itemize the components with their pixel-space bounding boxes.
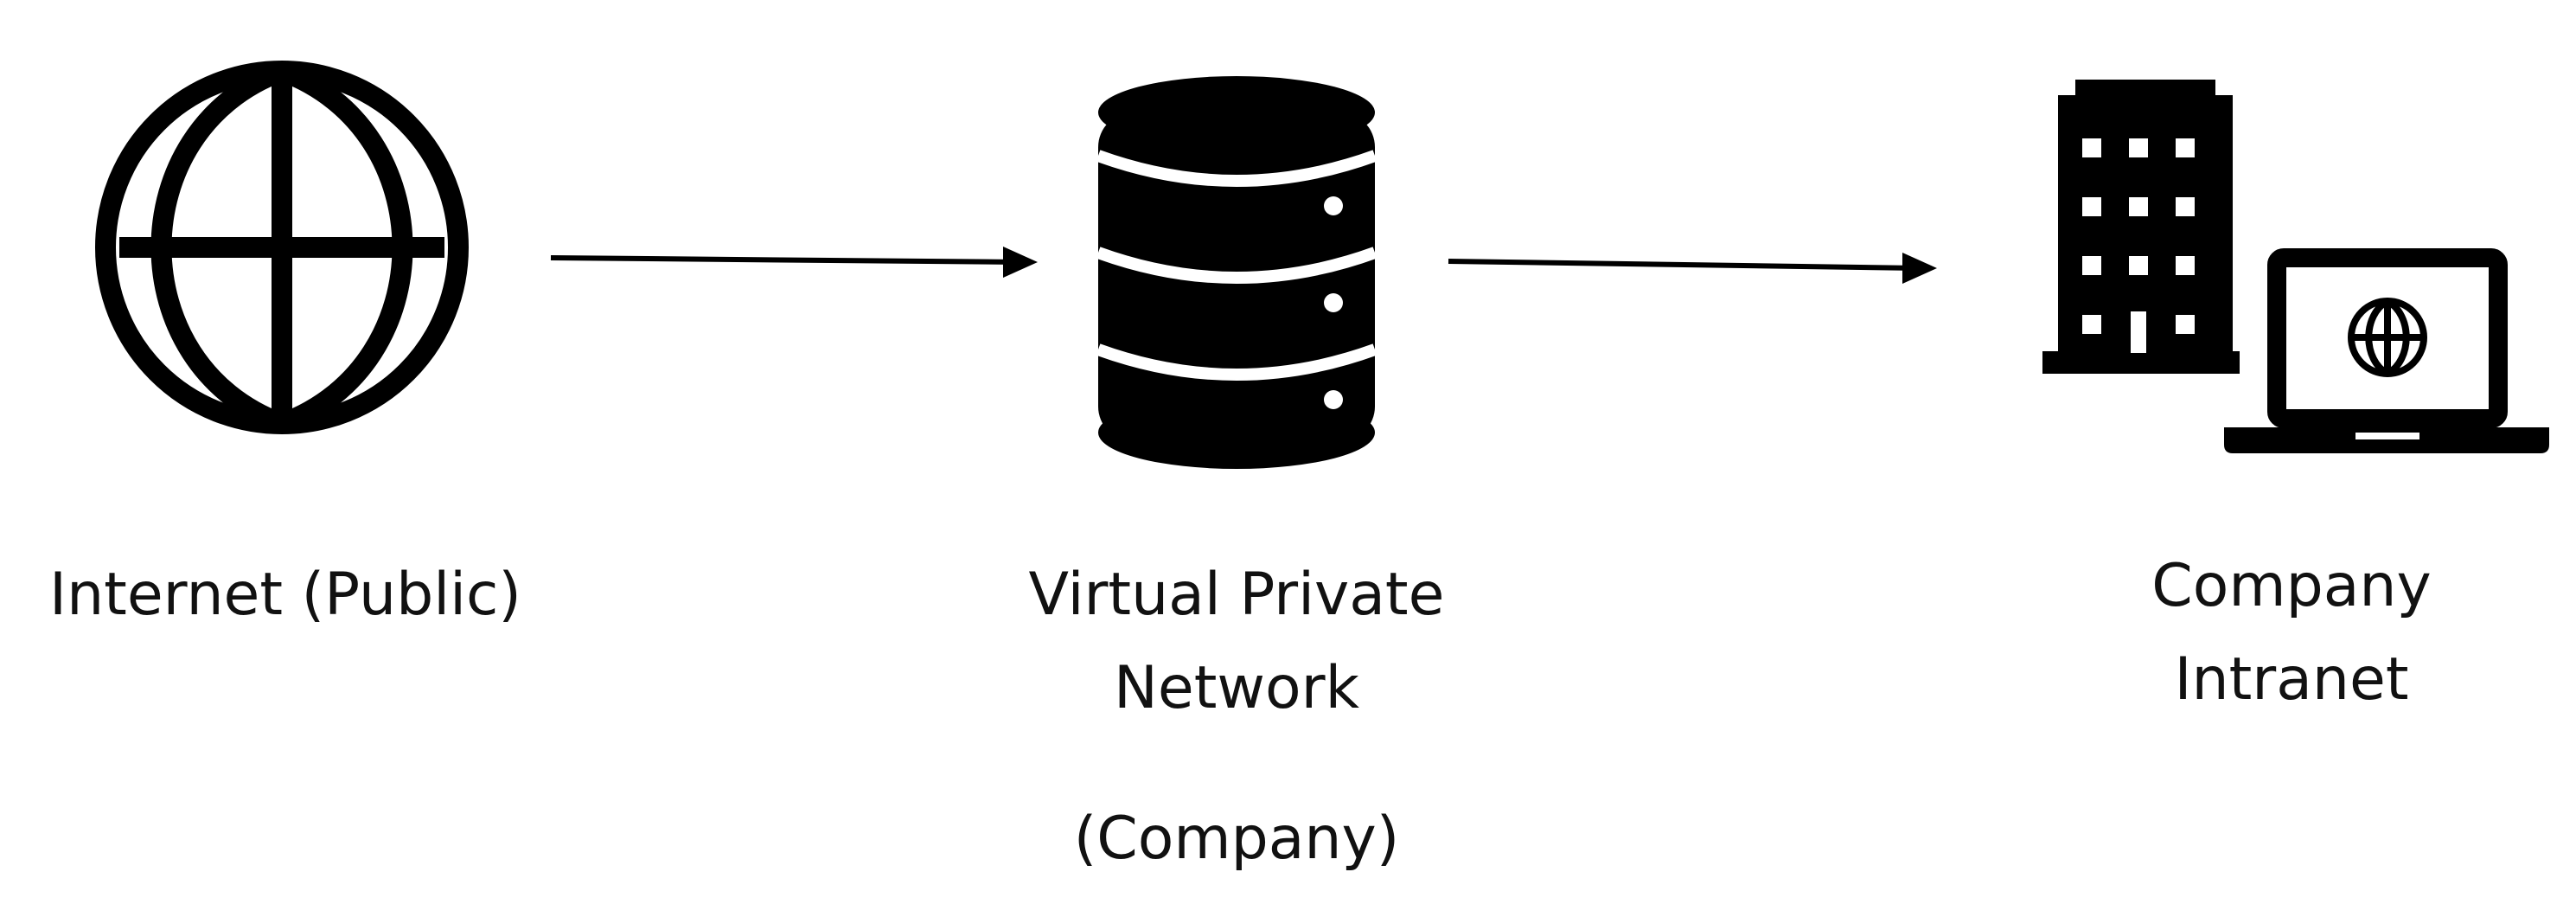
arrow-internet-to-vpn xyxy=(550,247,1038,278)
internet-label: Internet (Public) xyxy=(17,548,553,642)
laptop-globe-icon xyxy=(2224,248,2549,453)
intranet-label-line-2: Intranet xyxy=(2174,645,2409,714)
intranet-label: Company Intranet xyxy=(2041,540,2542,727)
office-building-icon xyxy=(2042,80,2240,374)
vpn-label-line-2: Network xyxy=(1114,654,1359,722)
vpn-label: Virtual Private Network xyxy=(986,548,1487,735)
vpn-label-line-1: Virtual Private xyxy=(1028,561,1445,629)
globe-icon xyxy=(95,61,469,434)
vpn-sublabel: (Company) xyxy=(1073,805,1400,873)
database-server-icon xyxy=(1096,76,1377,469)
arrow-vpn-to-intranet xyxy=(1448,253,1937,284)
internet-label-line-1: Internet (Public) xyxy=(49,561,521,629)
intranet-label-line-1: Company xyxy=(2151,552,2432,620)
